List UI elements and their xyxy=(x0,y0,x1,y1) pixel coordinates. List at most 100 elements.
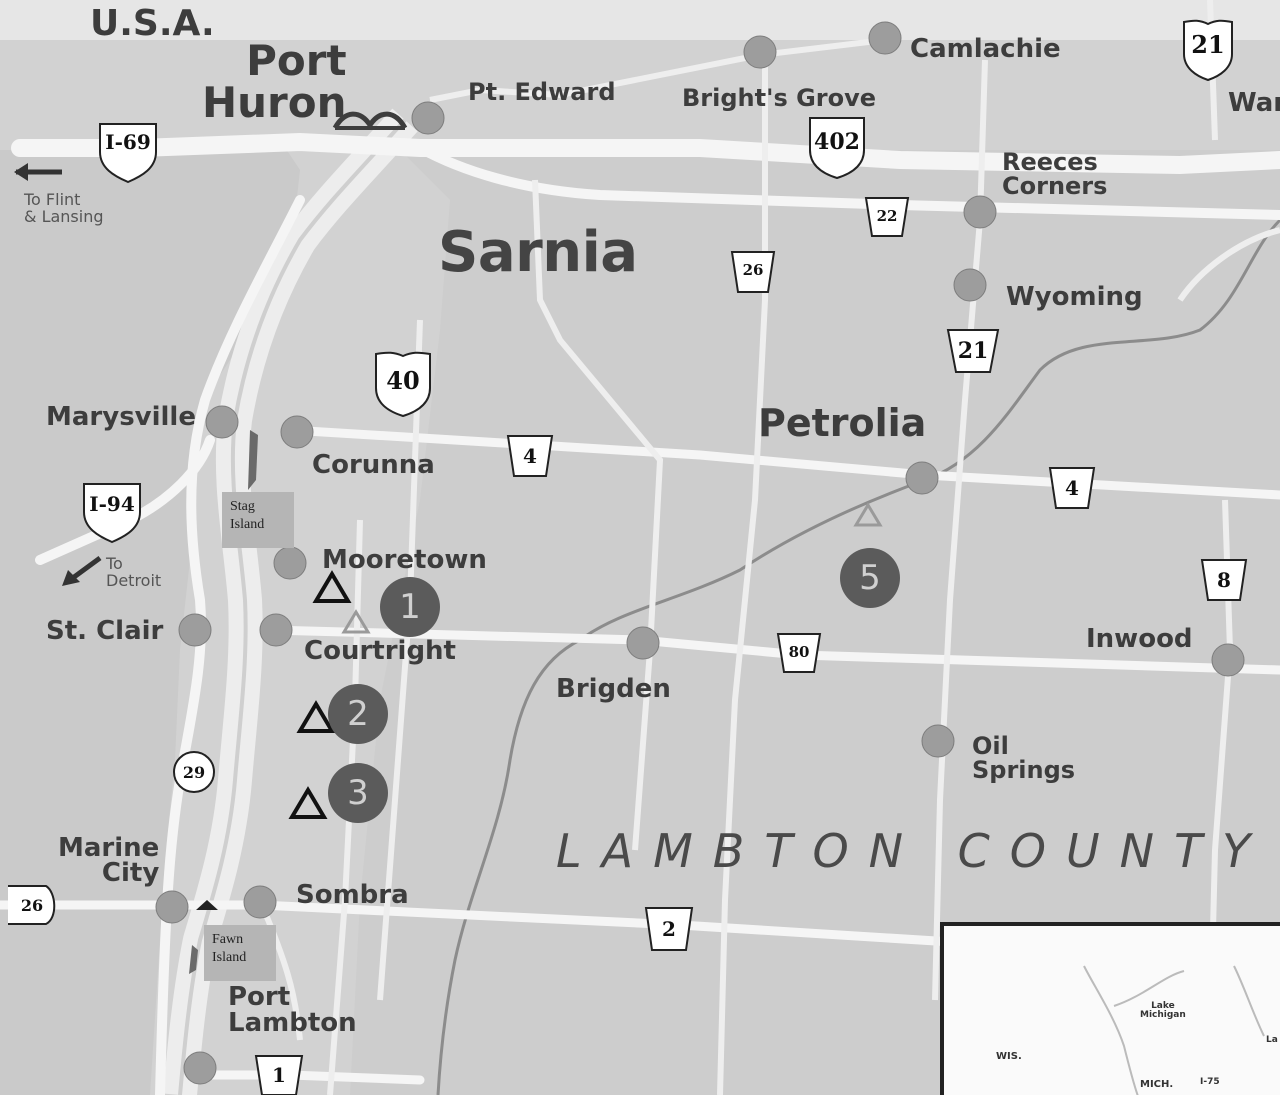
route-number: 4 xyxy=(523,444,537,468)
route-number: 1 xyxy=(272,1063,286,1087)
route-number: 21 xyxy=(1191,29,1225,59)
shield-icon xyxy=(730,251,776,293)
road-1 xyxy=(185,1070,425,1085)
label-port-lambton: Port Lambton xyxy=(228,982,357,1038)
shield-icon xyxy=(776,633,822,673)
road-21 xyxy=(932,59,988,1001)
triangle-marker-faint-icon xyxy=(341,609,371,634)
label-petrolia: Petrolia xyxy=(758,401,927,445)
town-dot-courtright xyxy=(259,613,293,647)
triangle-marker-icon xyxy=(296,700,336,733)
bear-creek xyxy=(436,218,1280,1095)
town-dot-sombra xyxy=(243,885,277,919)
site-marker-3: 3 xyxy=(328,763,388,823)
shield-icon xyxy=(506,435,554,477)
inset-label-i75: I-75 xyxy=(1200,1077,1220,1087)
blue-water-bridge xyxy=(332,111,408,130)
inset-label-mich: MICH. xyxy=(1140,1079,1174,1090)
label-stag-island: Stag Island xyxy=(222,492,294,548)
label-wyoming: Wyoming xyxy=(1006,282,1143,312)
fawn-island-shape xyxy=(189,945,198,974)
shield-icon xyxy=(173,751,215,793)
inset-label-la: La xyxy=(1266,1035,1278,1045)
route-number: 4 xyxy=(1065,476,1079,500)
route-shield-80: 80 xyxy=(776,632,822,674)
shield-icon xyxy=(83,483,141,544)
shield-icon xyxy=(1183,19,1233,82)
triangle-marker-faint-icon xyxy=(853,502,883,527)
route-number: 22 xyxy=(876,207,898,225)
river-centerline xyxy=(178,118,407,1095)
town-dot-inwood xyxy=(1211,643,1245,677)
route-shield-21-north: 21 xyxy=(1180,18,1236,82)
label-brights-grove: Bright's Grove xyxy=(682,84,877,112)
arrow-down-left-icon xyxy=(62,570,80,586)
route-number: I-94 xyxy=(89,492,135,516)
route-shield-29: 29 xyxy=(172,750,216,794)
inset-locator-map: Lake Michigan WIS. MICH. I-75 La xyxy=(940,922,1280,1095)
route-number: I-69 xyxy=(105,130,151,154)
hwy-402-i69 xyxy=(11,132,1280,175)
town-dot-petrolia xyxy=(905,461,939,495)
ontario-land xyxy=(350,150,1280,1095)
label-port-huron: Port Huron xyxy=(202,36,347,127)
us-side-land xyxy=(0,140,300,1095)
town-dot-st-clair xyxy=(178,613,212,647)
stag-island-shape xyxy=(248,430,258,490)
label-fawn-island: Fawn Island xyxy=(204,925,276,981)
site-marker-5: 5 xyxy=(840,548,900,608)
route-number: 26 xyxy=(20,895,44,915)
town-dot-mooretown xyxy=(273,546,307,580)
route-number: 80 xyxy=(788,643,810,661)
route-shield-21-mid: 21 xyxy=(946,328,1000,374)
route-shield-2: 2 xyxy=(644,906,694,952)
label-camlachie: Camlachie xyxy=(910,34,1061,64)
town-dot-port-lambton xyxy=(183,1051,217,1085)
ferry-icon xyxy=(196,900,218,910)
route-shield-4-west: 4 xyxy=(506,434,554,478)
town-dot-marine-city xyxy=(155,890,189,924)
label-sarnia: Sarnia xyxy=(438,220,638,285)
label-courtright: Courtright xyxy=(304,636,456,666)
site-marker-2: 2 xyxy=(328,684,388,744)
label-to-flint-lansing: To Flint & Lansing xyxy=(24,190,104,226)
route-number: 2 xyxy=(662,917,676,941)
label-mooretown: Mooretown xyxy=(322,545,487,575)
route-shield-402: 402 xyxy=(806,116,868,180)
shield-icon xyxy=(99,123,157,184)
site-marker-1: 1 xyxy=(380,577,440,637)
inset-label-wis: WIS. xyxy=(996,1051,1022,1062)
route-number: 21 xyxy=(957,338,989,364)
town-dot-camlachie xyxy=(868,21,902,55)
label-to-detroit: To Detroit xyxy=(106,554,162,590)
road-40 xyxy=(377,319,423,1001)
label-st-clair: St. Clair xyxy=(46,616,164,646)
arrow-left-icon xyxy=(14,163,28,181)
label-reeces-corners: Reeces Corners xyxy=(1002,148,1108,201)
shield-icon xyxy=(864,197,910,237)
shield-icon xyxy=(1048,467,1096,509)
shield-icon xyxy=(375,351,431,418)
shield-icon xyxy=(644,907,694,951)
inset-map-lines xyxy=(1083,965,1265,1095)
interstate-shield-i94: I-94 xyxy=(80,480,144,544)
port-lambton-road xyxy=(259,903,303,1041)
town-dot-marysville xyxy=(205,405,239,439)
shield-icon xyxy=(946,329,1000,373)
route-shield-40: 40 xyxy=(372,350,434,418)
route-shield-1: 1 xyxy=(254,1054,304,1095)
route-shield-4-east: 4 xyxy=(1048,466,1096,510)
route-number: 8 xyxy=(1217,568,1231,592)
triangle-marker-icon xyxy=(312,570,352,603)
lakeshore-road xyxy=(429,37,886,103)
town-dot-pt-edward xyxy=(411,101,445,135)
label-corunna: Corunna xyxy=(312,450,435,480)
route-number: 26 xyxy=(742,261,764,279)
road-29-us xyxy=(155,195,305,1095)
triangle-marker-icon xyxy=(288,786,328,819)
road-80 xyxy=(265,625,1280,675)
route-number: 29 xyxy=(182,762,206,782)
town-dot-corunna xyxy=(280,415,314,449)
